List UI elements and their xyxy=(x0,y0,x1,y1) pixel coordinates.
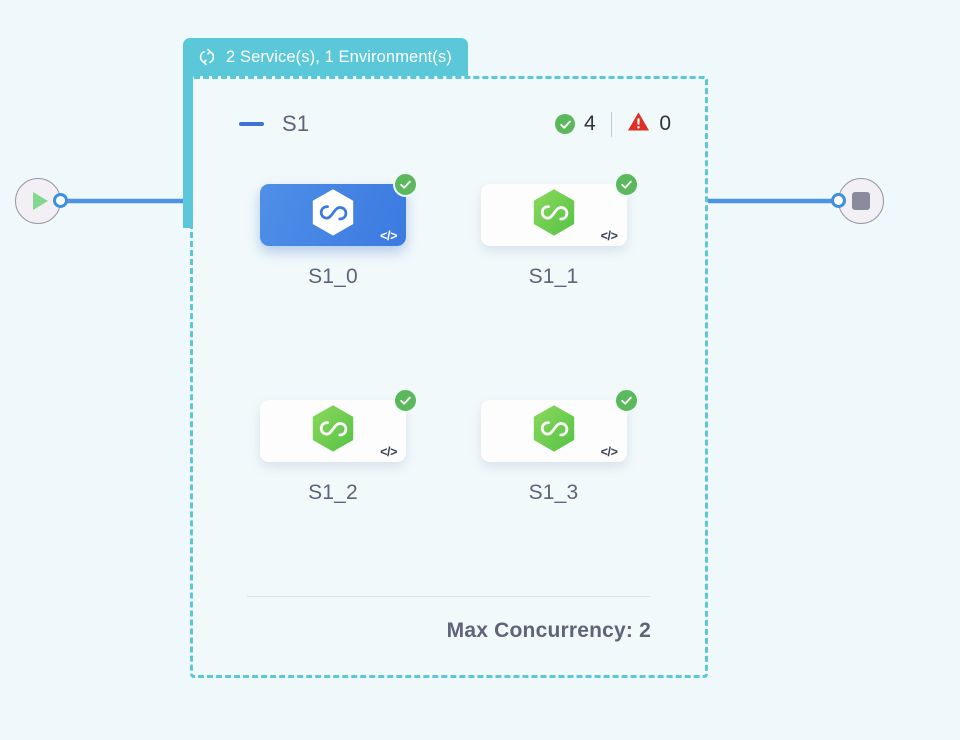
success-count: 4 xyxy=(584,112,596,135)
warning-triangle-icon xyxy=(627,111,650,138)
service-group-container[interactable]: S1 4 xyxy=(190,76,708,678)
service-card-cell: </> S1_0 xyxy=(260,172,420,289)
service-card[interactable]: </> xyxy=(480,400,627,462)
group-tab-header[interactable]: 2 Service(s), 1 Environment(s) xyxy=(183,38,468,76)
service-node-s1-0[interactable]: </> xyxy=(260,172,418,246)
hexagon-infinity-icon xyxy=(310,188,356,243)
service-card[interactable]: </> xyxy=(480,184,627,246)
service-node-s1-1[interactable]: </> xyxy=(480,172,639,246)
success-status: 4 xyxy=(555,112,596,136)
group-title: S1 xyxy=(282,111,310,136)
check-circle-icon xyxy=(613,172,639,197)
service-node-s1-2[interactable]: </> xyxy=(260,388,418,462)
service-card-row: </> S1_2 xyxy=(260,388,641,505)
check-circle-icon xyxy=(613,388,639,413)
service-card[interactable]: </> xyxy=(260,400,406,462)
hexagon-infinity-icon xyxy=(531,404,577,459)
service-card-cell: </> S1_1 xyxy=(480,172,641,289)
group-left-strip xyxy=(183,76,193,228)
service-card-cell: </> S1_3 xyxy=(480,388,641,505)
service-card-cell: </> S1_2 xyxy=(260,388,420,505)
group-status-summary: 4 0 xyxy=(555,111,671,138)
play-icon xyxy=(32,192,48,210)
group-title-wrap: S1 xyxy=(239,111,309,137)
loop-refresh-icon xyxy=(197,47,217,67)
end-node-input-port[interactable] xyxy=(831,193,846,208)
service-card-row: </> S1_0 xyxy=(260,172,641,289)
footer-divider xyxy=(247,595,651,597)
hexagon-infinity-icon xyxy=(531,188,577,243)
stop-icon xyxy=(852,192,870,210)
hexagon-infinity-icon xyxy=(310,404,356,459)
service-card-label: S1_3 xyxy=(528,481,579,504)
max-concurrency-label: Max Concurrency: 2 xyxy=(446,619,651,642)
group-tab-label: 2 Service(s), 1 Environment(s) xyxy=(226,47,452,66)
group-header-row: S1 4 xyxy=(239,109,671,139)
start-node-output-port[interactable] xyxy=(53,193,68,208)
check-circle-icon xyxy=(393,388,418,413)
service-node-s1-3[interactable]: </> xyxy=(480,388,639,462)
collapse-minus-icon[interactable] xyxy=(239,122,264,126)
service-card-grid: </> S1_0 xyxy=(260,172,641,505)
check-circle-icon xyxy=(555,114,576,134)
service-card[interactable]: </> xyxy=(260,184,406,246)
error-count: 0 xyxy=(659,112,671,135)
service-card-label: S1_0 xyxy=(308,265,358,288)
code-icon[interactable]: </> xyxy=(600,445,618,459)
check-circle-icon xyxy=(393,172,418,197)
service-card-label: S1_1 xyxy=(528,265,579,288)
code-icon[interactable]: </> xyxy=(600,229,618,243)
code-icon[interactable]: </> xyxy=(380,229,397,243)
service-card-label: S1_2 xyxy=(308,481,358,504)
status-divider xyxy=(610,111,613,137)
error-status: 0 xyxy=(627,111,671,138)
code-icon[interactable]: </> xyxy=(380,445,397,459)
group-footer: Max Concurrency: 2 xyxy=(247,595,651,644)
